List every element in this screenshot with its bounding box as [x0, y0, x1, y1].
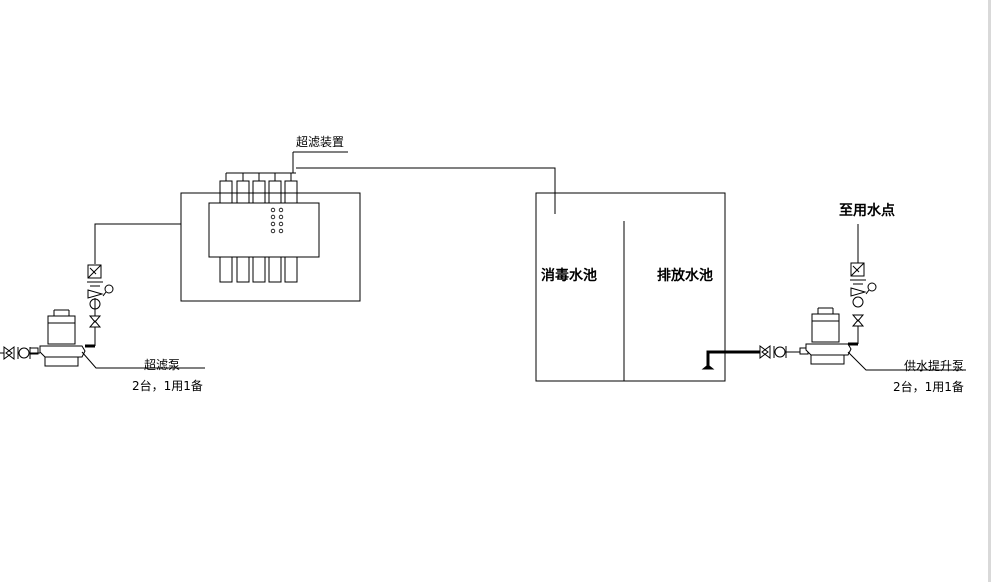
supply-pump-set — [701, 224, 966, 371]
uf-device — [180, 151, 361, 302]
use-point-label: 至用水点 — [839, 203, 895, 219]
check-valve-icon — [87, 264, 102, 279]
uf-pump-quantity: 2台，1用1备 — [132, 379, 203, 393]
uf-pump-body-icon — [39, 345, 86, 358]
discharge-tank-label: 排放水池 — [657, 268, 713, 284]
pipe-pump-to-uf — [94, 223, 181, 264]
pressure-gauge-icon — [867, 282, 877, 292]
pressure-gauge-icon — [104, 284, 114, 294]
supply-pump-body-icon — [805, 343, 852, 356]
uf-pump-leader — [81, 351, 205, 369]
uf-pump-set — [0, 223, 205, 369]
pipe-tank-to-pump — [706, 350, 760, 366]
tank-outline — [535, 192, 726, 382]
supply-pump-quantity: 2台，1用1备 — [893, 380, 964, 394]
control-cabinet — [208, 202, 320, 258]
butterfly-valve-icon — [88, 315, 102, 328]
suction-gate-valve-icon — [3, 346, 15, 360]
disinfection-tank-label: 消毒水池 — [541, 268, 597, 284]
uf-pump-label: 超滤泵 — [144, 358, 181, 372]
uf-device-label: 超滤装置 — [296, 135, 345, 149]
valve-icon — [87, 281, 103, 287]
tank-structure — [535, 192, 726, 382]
uf-device-frame — [180, 192, 361, 302]
control-panel-indicators — [270, 207, 284, 234]
suction-gate-valve-icon — [759, 345, 771, 359]
pipe-uf-to-tank — [296, 167, 556, 214]
flow-ring-icon — [89, 298, 101, 310]
uf-pump-motor-icon — [47, 315, 76, 345]
supply-pump-leader — [847, 351, 966, 371]
viewport-border — [988, 0, 991, 582]
butterfly-valve-icon — [851, 314, 865, 327]
flow-ring-icon — [852, 296, 864, 308]
supply-pump-motor-icon — [811, 313, 840, 343]
suction-inlet-icon — [701, 364, 715, 370]
valve-icon — [850, 279, 866, 285]
supply-pump-label: 供水提升泵 — [904, 359, 965, 373]
